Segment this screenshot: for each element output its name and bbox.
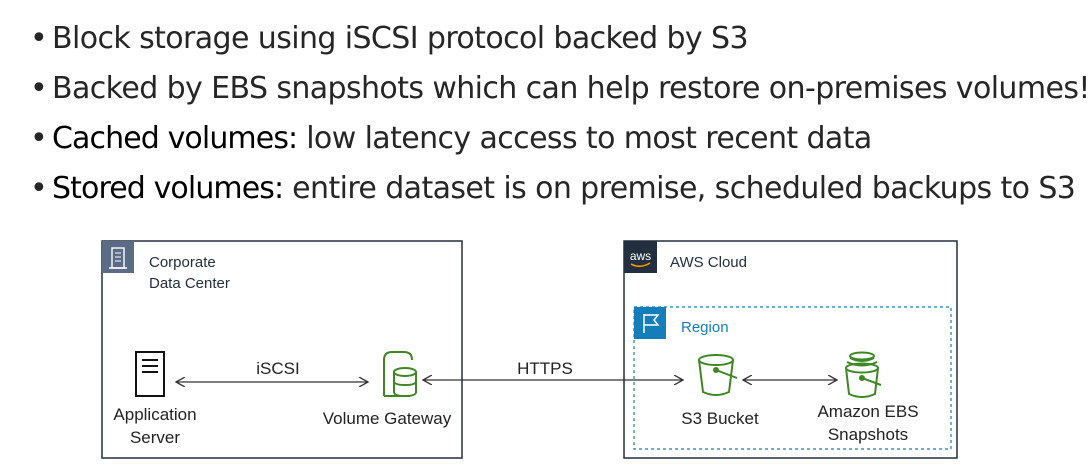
bullet-1-text: Block storage using iSCSI protocol backe…: [52, 21, 749, 56]
volume-gateway-icon: [383, 351, 417, 398]
https-label: HTTPS: [517, 359, 573, 378]
bullet-3-text: low latency access to most recent data: [297, 121, 872, 156]
building-icon: [102, 241, 134, 273]
bullet-4: •Stored volumes: entire dataset is on pr…: [30, 171, 1076, 206]
region-title: Region: [681, 319, 729, 336]
bullet-1: •Block storage using iSCSI protocol back…: [30, 21, 749, 56]
region-flag-icon: [634, 307, 666, 339]
bullet-3-lead: Cached volumes:: [52, 121, 298, 156]
bullet-4-lead: Stored volumes:: [52, 171, 284, 206]
region-box: [633, 306, 952, 450]
bullet-list: •Block storage using iSCSI protocol back…: [30, 14, 1090, 214]
aws-badge-text: aws: [630, 249, 651, 263]
volume-gateway-label: Volume Gateway: [323, 409, 452, 428]
corporate-title-line2: Data Center: [149, 275, 230, 292]
bullet-3: •Cached volumes: low latency access to m…: [30, 121, 872, 156]
ebs-label-line1: Amazon EBS: [817, 402, 918, 421]
aws-cloud-box: [623, 240, 958, 459]
aws-cloud-title: AWS Cloud: [670, 254, 747, 271]
bullet-2: •Backed by EBS snapshots which can help …: [30, 71, 1090, 106]
bullet-4-text: entire dataset is on premise, scheduled …: [283, 171, 1076, 206]
ebs-label-line2: Snapshots: [828, 425, 908, 444]
app-server-label-line2: Server: [130, 428, 180, 447]
aws-logo-icon: aws: [624, 241, 657, 273]
s3-bucket-label: S3 Bucket: [681, 409, 759, 428]
app-server-label-line1: Application: [113, 405, 196, 424]
corporate-data-center-box: [101, 240, 463, 459]
s3-bucket-icon: [698, 354, 738, 396]
corporate-title-line1: Corporate: [149, 254, 216, 271]
bullet-2-text: Backed by EBS snapshots which can help r…: [52, 71, 1090, 106]
server-icon: [135, 351, 165, 397]
iscsi-label: iSCSI: [256, 359, 299, 378]
architecture-diagram: Corporate Data Center Application Server…: [101, 240, 958, 459]
ebs-snapshots-icon: [845, 351, 882, 398]
